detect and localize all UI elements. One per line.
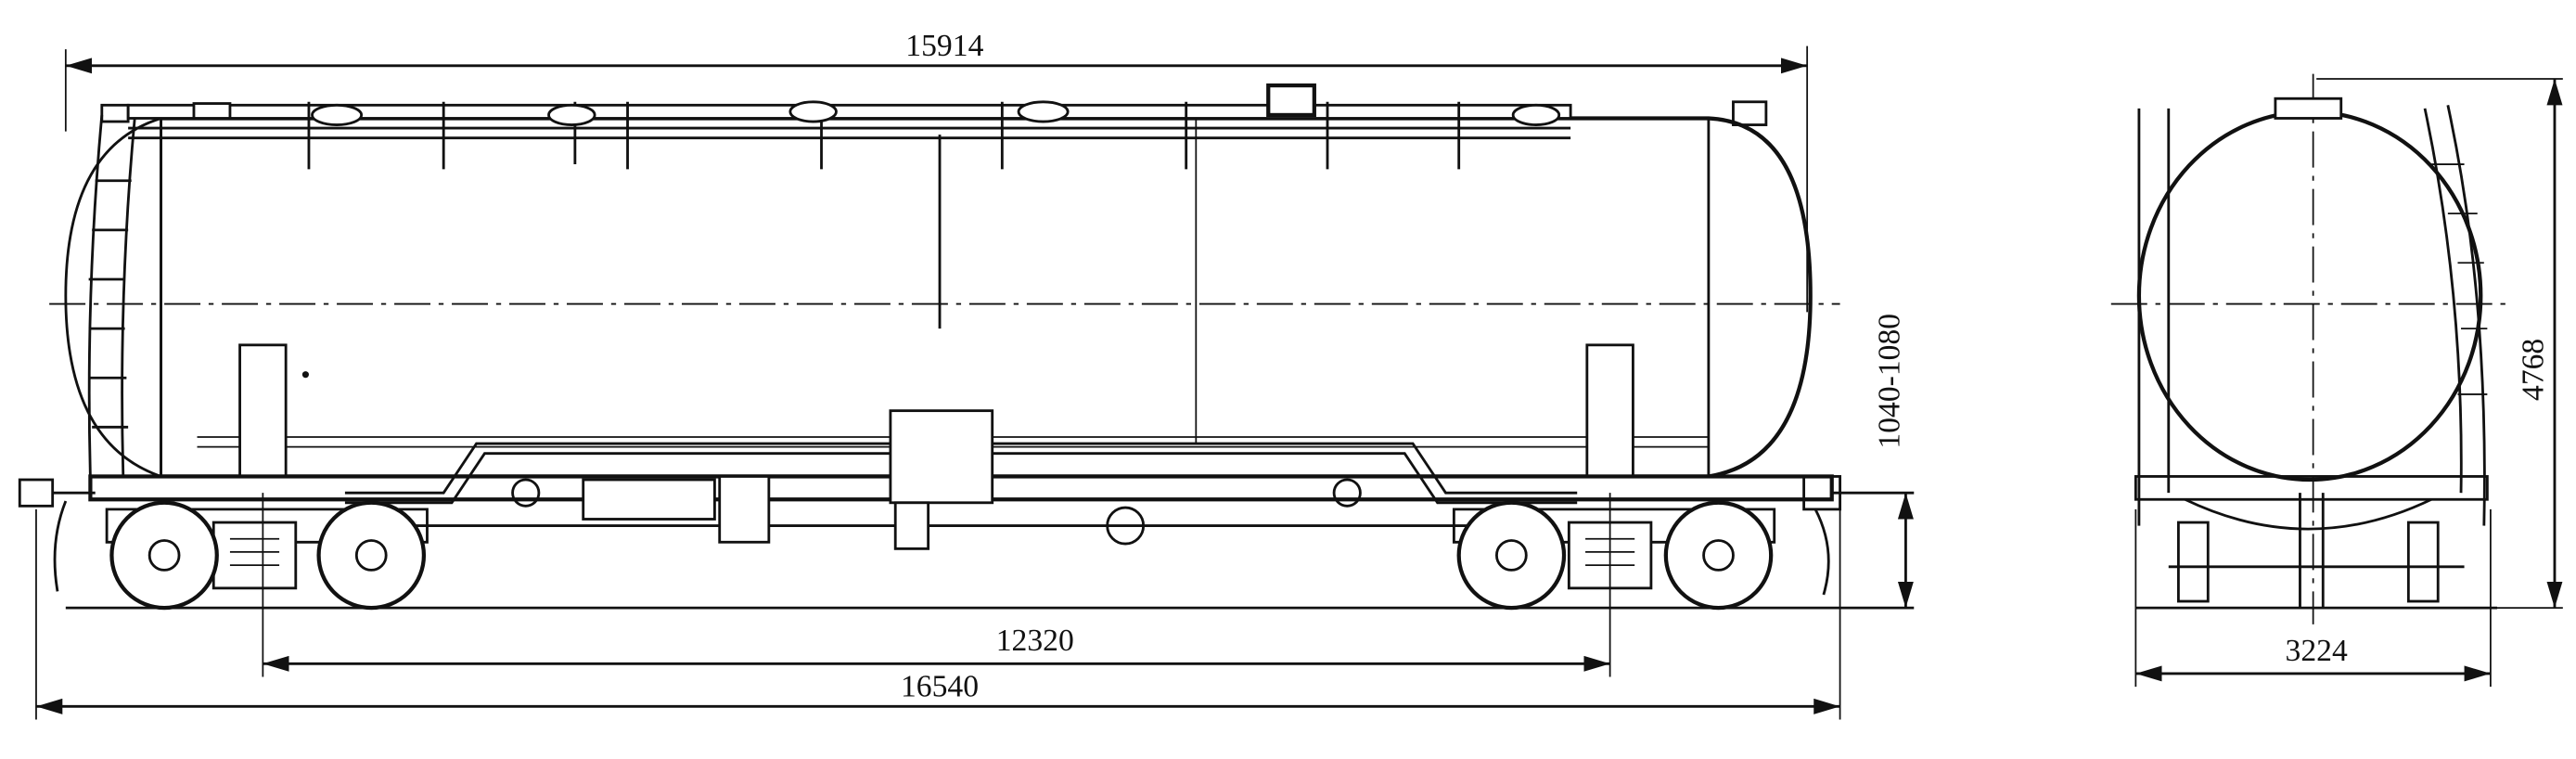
dimension-label-coupler-height: 1040-1080 xyxy=(1872,314,1906,449)
dimension-bogie-centers: 12320 xyxy=(262,493,1611,677)
wheel xyxy=(1663,500,1774,611)
coupler-left xyxy=(18,478,96,592)
dimension-label-bogie-centers: 12320 xyxy=(996,624,1074,658)
end-platform-right xyxy=(1732,100,1768,126)
end-view: 4768 3224 xyxy=(2110,73,2563,688)
dimension-label-body-length: 15914 xyxy=(905,29,983,63)
dimension-overall-length: 16540 xyxy=(35,508,1841,720)
wheel xyxy=(316,500,427,611)
dimension-label-width: 3224 xyxy=(2286,634,2348,668)
dimension-height: 4768 xyxy=(2316,78,2563,609)
dome-hatch xyxy=(1266,83,1316,118)
dimension-label-height: 4768 xyxy=(2517,339,2551,401)
tank-end-shell xyxy=(2136,109,2483,482)
bogie-right xyxy=(1452,500,1776,611)
dimension-body-length: 15914 xyxy=(64,29,1809,313)
side-step-right xyxy=(1585,343,1634,478)
side-step-left xyxy=(238,343,288,478)
dimension-width: 3224 xyxy=(2134,508,2492,688)
underframe xyxy=(88,409,1834,550)
dimension-label-overall-length: 16540 xyxy=(901,670,979,704)
bogie-left xyxy=(105,500,429,611)
brake-cylinder-box xyxy=(889,409,994,505)
end-ladder-left xyxy=(87,103,136,477)
dimension-coupler-height: 1040-1080 xyxy=(1872,314,1914,609)
side-view: 15914 xyxy=(18,29,1915,720)
wheel xyxy=(109,500,219,611)
wheel xyxy=(1456,500,1567,611)
top-walkway xyxy=(126,83,1572,170)
